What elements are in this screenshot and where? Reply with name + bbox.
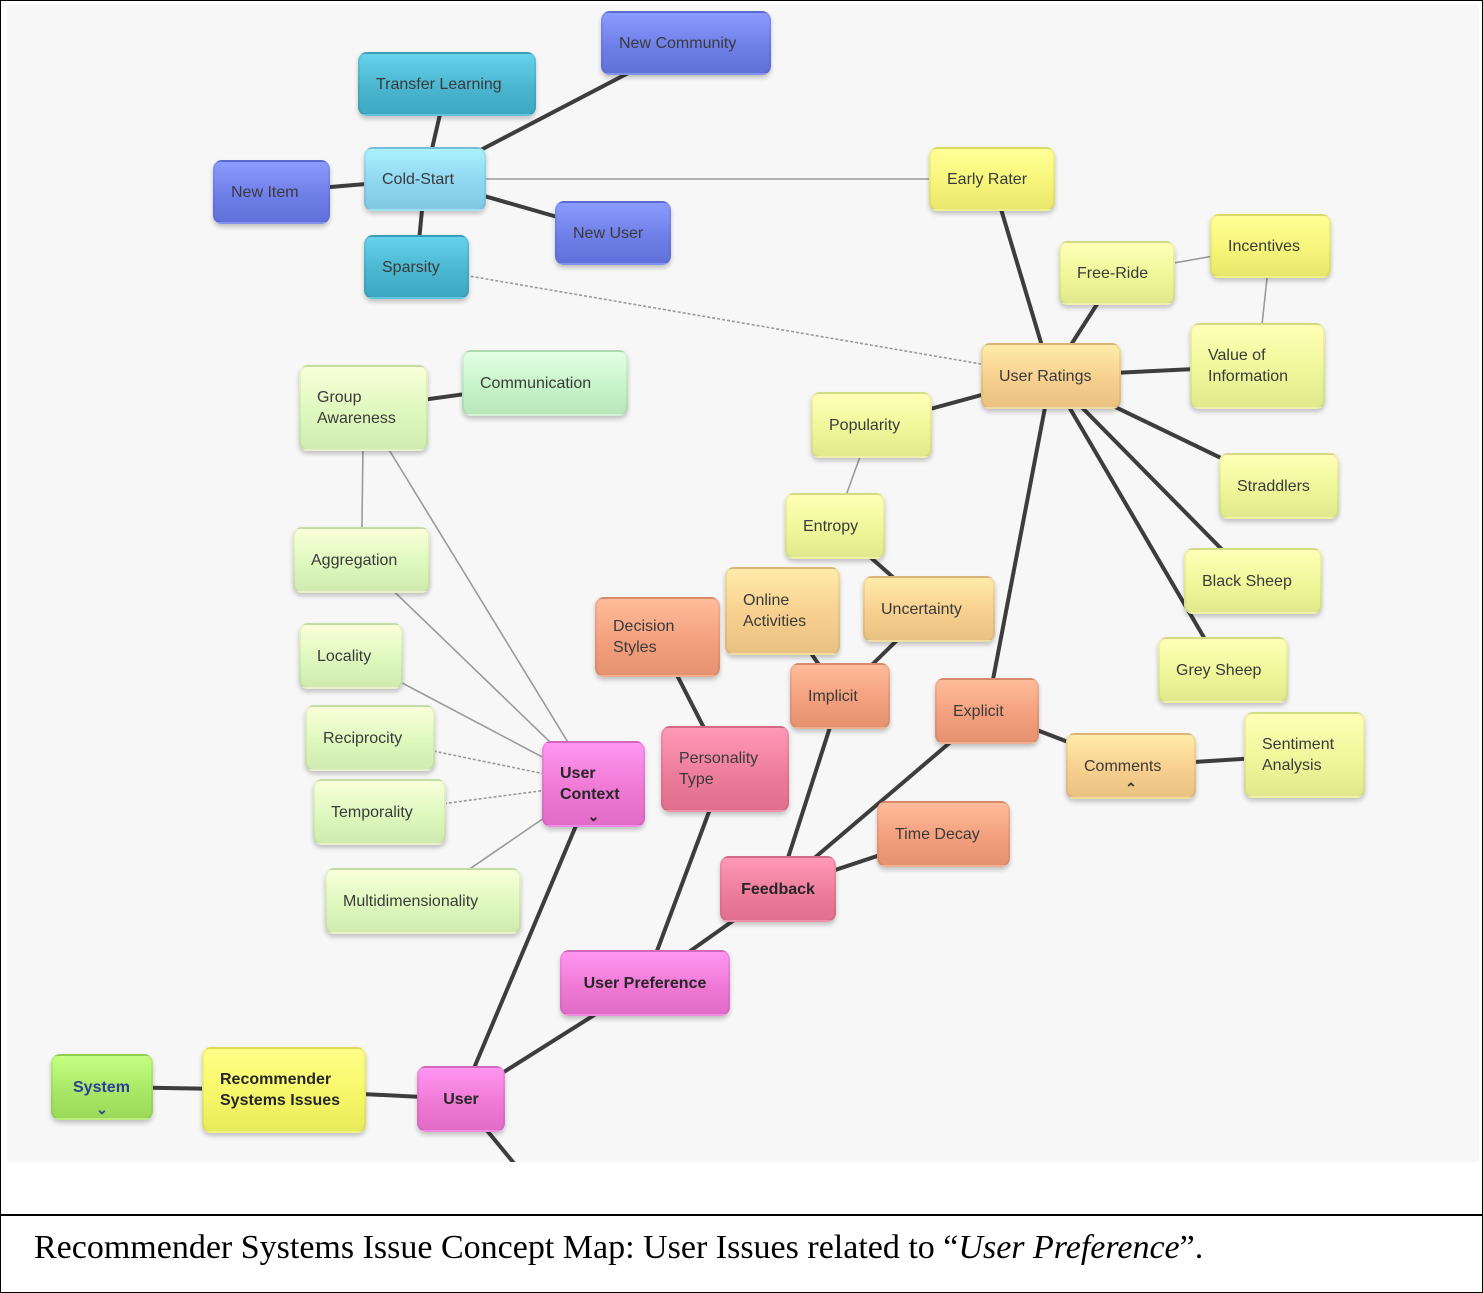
node-label: User Preference	[583, 974, 707, 992]
node-label: Sparsity	[382, 258, 440, 276]
node-early-rater[interactable]: Early Rater	[929, 147, 1055, 211]
concept-map: New Community Transfer Learning Cold-Sta…	[7, 4, 1479, 1162]
node-label: New Community	[619, 34, 737, 52]
node-label: Explicit	[953, 702, 1004, 720]
node-straddlers[interactable]: Straddlers	[1219, 453, 1339, 519]
node-label: User	[443, 1090, 479, 1108]
node-cold-start[interactable]: Cold-Start	[364, 147, 486, 211]
node-label: Black Sheep	[1202, 572, 1292, 590]
expand-chevron-up-icon[interactable]: ⌃	[1125, 780, 1137, 796]
node-label: Popularity	[829, 416, 901, 434]
node-label: Value of Information	[1208, 347, 1289, 385]
node-incentives[interactable]: Incentives	[1210, 214, 1331, 278]
edge-user_ratings-grey_sheep	[1049, 374, 1225, 672]
node-user-context[interactable]: User Context ⌄	[542, 741, 645, 827]
edge-user_ratings-explicit	[985, 375, 1053, 712]
node-label: Recommender Systems Issues	[220, 1071, 341, 1109]
node-implicit[interactable]: Implicit	[790, 663, 890, 729]
node-entropy[interactable]: Entropy	[785, 493, 885, 559]
node-label: Decision Styles	[613, 618, 675, 656]
node-label: Cold-Start	[382, 170, 455, 188]
node-grey-sheep[interactable]: Grey Sheep	[1158, 637, 1288, 703]
node-label: Grey Sheep	[1176, 661, 1262, 679]
node-system[interactable]: System ⌄	[51, 1054, 153, 1120]
node-popularity[interactable]: Popularity	[811, 392, 932, 458]
node-label: Time Decay	[895, 825, 980, 843]
node-label: Reciprocity	[323, 729, 403, 747]
node-explicit[interactable]: Explicit	[935, 678, 1039, 744]
node-sentiment-analysis[interactable]: Sentiment Analysis	[1244, 712, 1365, 798]
node-personality-type[interactable]: Personality Type	[661, 726, 789, 812]
node-aggregation[interactable]: Aggregation	[293, 527, 430, 593]
node-label: Group Awareness	[317, 389, 396, 427]
node-temporality[interactable]: Temporality	[313, 779, 446, 845]
node-uncertainty[interactable]: Uncertainty	[863, 576, 995, 642]
node-new-user[interactable]: New User	[555, 201, 671, 265]
edge-group_awareness-user_context	[362, 407, 595, 785]
node-recommender-systems-issues[interactable]: Recommender Systems Issues	[202, 1047, 366, 1133]
node-label: Entropy	[803, 517, 859, 535]
node-new-item[interactable]: New Item	[213, 160, 330, 224]
node-label: Free-Ride	[1077, 264, 1149, 282]
node-label: New User	[573, 224, 644, 242]
node-transfer-learning[interactable]: Transfer Learning	[358, 52, 536, 116]
node-label: Sentiment Analysis	[1262, 736, 1335, 774]
node-label: Incentives	[1228, 237, 1301, 255]
edge-user_ratings-black_sheep	[1049, 374, 1255, 583]
node-label: Implicit	[808, 687, 858, 705]
node-label: New Item	[231, 183, 299, 201]
node-locality[interactable]: Locality	[299, 623, 403, 689]
node-label: Temporality	[331, 803, 413, 821]
node-label: System	[73, 1078, 130, 1096]
node-time-decay[interactable]: Time Decay	[877, 801, 1010, 867]
figure-caption: Recommender Systems Issue Concept Map: U…	[34, 1229, 1203, 1267]
node-label: User Context	[560, 765, 620, 803]
node-multidimensionality[interactable]: Multidimensionality	[325, 868, 521, 934]
node-label: User Ratings	[999, 367, 1092, 385]
node-value-of-information[interactable]: Value of Information	[1190, 323, 1325, 409]
node-label: Aggregation	[311, 551, 398, 569]
edge-sparsity-user_ratings	[416, 266, 1052, 377]
node-label: Straddlers	[1237, 477, 1310, 495]
node-group-awareness[interactable]: Group Awareness	[299, 365, 428, 451]
node-black-sheep[interactable]: Black Sheep	[1184, 548, 1322, 614]
node-comments[interactable]: Comments ⌃	[1066, 733, 1196, 799]
expand-chevron-down-icon[interactable]: ⌄	[587, 808, 600, 824]
node-label: Early Rater	[947, 170, 1028, 188]
caption-prefix: Recommender Systems Issue Concept Map: U…	[34, 1229, 959, 1266]
expand-chevron-down-icon[interactable]: ⌄	[96, 1101, 108, 1117]
edge-user_context-user	[459, 783, 596, 1100]
node-online-activities[interactable]: Online Activities	[725, 567, 840, 655]
node-decision-styles[interactable]: Decision Styles	[595, 597, 720, 677]
node-label: Multidimensionality	[343, 892, 479, 910]
node-label: Online Activities	[743, 592, 807, 630]
node-new-community[interactable]: New Community	[601, 11, 771, 75]
node-label: Locality	[317, 647, 372, 665]
node-label: Communication	[480, 374, 592, 392]
caption-emphasis: User Preference	[958, 1229, 1180, 1266]
node-free-ride[interactable]: Free-Ride	[1059, 241, 1175, 305]
node-user-preference[interactable]: User Preference	[560, 950, 730, 1016]
caption-suffix: ”.	[1179, 1229, 1204, 1266]
node-feedback[interactable]: Feedback	[720, 856, 836, 922]
node-user[interactable]: User	[417, 1066, 505, 1132]
node-user-ratings[interactable]: User Ratings	[981, 343, 1121, 409]
node-label: Transfer Learning	[376, 75, 502, 93]
node-label: Feedback	[741, 880, 815, 898]
node-sparsity[interactable]: Sparsity	[364, 235, 469, 299]
node-label: Uncertainty	[881, 600, 962, 618]
node-reciprocity[interactable]: Reciprocity	[305, 705, 435, 771]
caption-divider	[1, 1214, 1482, 1216]
node-label: Personality Type	[679, 750, 759, 788]
node-label: Comments	[1084, 757, 1162, 775]
node-communication[interactable]: Communication	[462, 350, 628, 416]
